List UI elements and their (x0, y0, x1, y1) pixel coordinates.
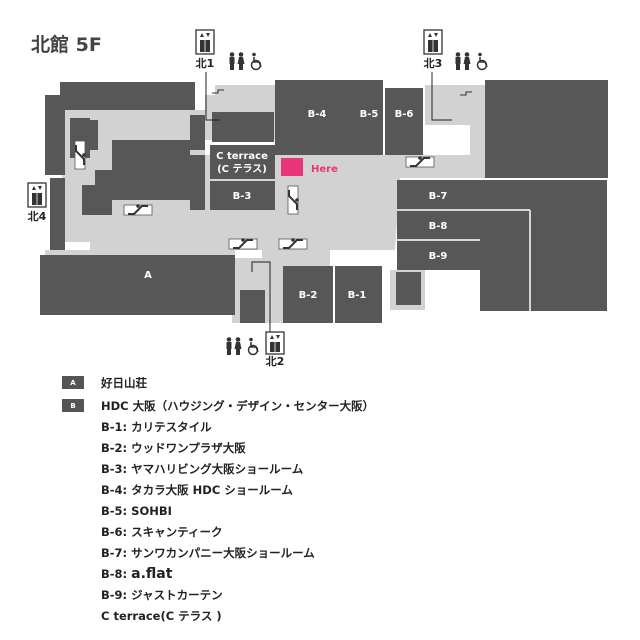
legend: A 好日山荘 B HDC 大阪（ハウジング・デザイン・センター大阪） B-1: … (62, 371, 622, 627)
zone-b7-right[interactable] (480, 210, 607, 311)
floor-map: Here A B-1 B-2 B-3 B-4 B-5 B-6 B-7 B-8 B… (27, 29, 608, 368)
block-top-center (212, 112, 274, 142)
escalator-icon (228, 238, 258, 250)
block-left-lower (82, 185, 112, 215)
floor-title: 北館 5F (31, 34, 102, 56)
escalator-icon (74, 140, 86, 170)
legend-item-b6: B-6: スキャンティーク (101, 525, 223, 539)
restroom-icon (229, 52, 245, 70)
escalator-icon (278, 238, 308, 250)
zone-b4-label: B-4 (308, 109, 327, 120)
zone-b9-label: B-9 (429, 251, 448, 262)
legend-item-cterrace: C terrace(C テラス ) (101, 609, 222, 623)
elevator-label: 北2 (266, 354, 285, 368)
elevator-kita2[interactable]: 北2 (265, 331, 285, 368)
zone-b7[interactable] (397, 180, 607, 210)
block-up-right (190, 115, 205, 150)
legend-row-a: A 好日山荘 (62, 371, 622, 394)
zone-b3[interactable] (210, 180, 275, 210)
escalator-icon (405, 156, 435, 168)
block-ne (485, 80, 608, 178)
block-left-mid (95, 170, 113, 188)
zone-b8[interactable] (397, 210, 480, 240)
zone-b7-label: B-7 (429, 191, 448, 202)
escalator-icon (123, 204, 153, 216)
restroom-group (229, 52, 262, 71)
legend-item-b9: B-9: ジャストカーテン (101, 588, 223, 602)
zone-a-label: A (144, 270, 152, 281)
legend-badge-b: B (62, 399, 84, 412)
legend-item-b8: B-8: a.flat (101, 566, 173, 582)
legend-item-b3: B-3: ヤマハリビング大阪ショールーム (101, 462, 304, 476)
block-center-bottom (240, 290, 265, 323)
legend-item-b7: B-7: サンワカンパニー大阪ショールーム (101, 546, 315, 560)
legend-badge-a: A (62, 376, 84, 389)
block-nw (45, 82, 195, 175)
legend-item-b2: B-2: ウッドワンプラザ大阪 (101, 441, 246, 455)
zone-b1-label: B-1 (348, 290, 367, 301)
restroom-icon (455, 52, 471, 70)
elevator-label: 北3 (424, 56, 443, 70)
stairs-icon (212, 89, 224, 94)
legend-item-b5: B-5: SOHBI (101, 504, 172, 518)
restroom-icon (226, 337, 242, 355)
restroom-group (455, 52, 488, 71)
zone-b6[interactable] (385, 88, 423, 155)
zone-cterrace-sublabel: (C テラス) (217, 163, 267, 175)
zone-b5-label: B-5 (360, 109, 379, 120)
zone-b1[interactable] (335, 266, 382, 323)
escalator-icon (287, 185, 299, 215)
legend-row-b: B HDC 大阪（ハウジング・デザイン・センター大阪） (62, 394, 622, 417)
elevator-kita1[interactable]: 北1 (195, 29, 215, 70)
here-marker (281, 158, 303, 176)
block-central (112, 140, 190, 200)
legend-text-a: 好日山荘 (101, 375, 147, 390)
block-central-right (190, 155, 205, 210)
zone-b5[interactable] (355, 80, 383, 155)
here-label: Here (311, 164, 338, 175)
zone-b6-label: B-6 (395, 109, 414, 120)
zone-b2[interactable] (283, 266, 333, 323)
zone-b9[interactable] (397, 240, 480, 270)
zone-a[interactable] (40, 255, 235, 315)
accessible-icon (476, 52, 488, 71)
legend-item-b1: B-1: カリテスタイル (101, 420, 212, 434)
elevator-label: 北1 (196, 56, 215, 70)
legend-item-b4: B-4: タカラ大阪 HDC ショールーム (101, 483, 293, 497)
restroom-group (226, 337, 259, 356)
zone-b2-label: B-2 (299, 290, 318, 301)
zone-b4[interactable] (275, 80, 355, 155)
elevator-kita4[interactable]: 北4 (27, 182, 47, 223)
zone-cterrace[interactable] (210, 145, 275, 180)
zone-b8-label: B-8 (429, 221, 448, 232)
zone-b3-label: B-3 (233, 191, 252, 202)
accessible-icon (250, 52, 262, 71)
block-west-strip (50, 178, 65, 250)
block-b9-lower (396, 272, 421, 305)
elevator-label: 北4 (28, 209, 47, 223)
zone-cterrace-label: C terrace (216, 151, 268, 162)
accessible-icon (247, 337, 259, 356)
stairs-icon (460, 91, 472, 96)
legend-text-b: HDC 大阪（ハウジング・デザイン・センター大阪） (101, 398, 375, 413)
elevator-kita3[interactable]: 北3 (423, 29, 443, 70)
